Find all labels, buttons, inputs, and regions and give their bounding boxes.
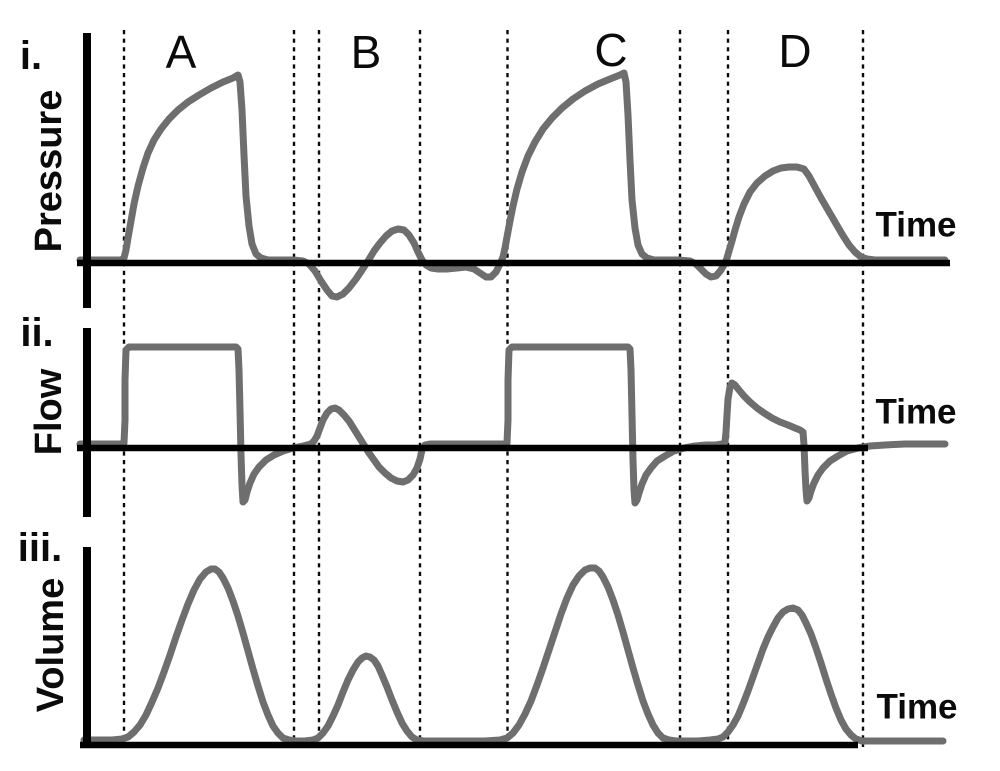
volume-waveform — [80, 564, 947, 745]
flow-time-label: Time — [875, 392, 957, 432]
panel-ii-index-label: ii. — [20, 311, 54, 355]
pressure-axis-label: Pressure — [28, 89, 70, 253]
panel-i-index-label: i. — [19, 34, 43, 78]
breath-label-c: C — [594, 24, 628, 76]
volume-axis-label: Volume — [30, 577, 72, 713]
breath-label-a: A — [165, 26, 197, 78]
flow-axis-label: Flow — [28, 368, 70, 456]
breath-label-d: D — [778, 25, 812, 77]
volume-time-label: Time — [876, 687, 958, 727]
panel-iii-index-label: iii. — [17, 526, 63, 570]
pressure-time-label: Time — [875, 205, 957, 245]
flow-waveform — [76, 343, 949, 507]
breath-label-b: B — [350, 26, 382, 78]
